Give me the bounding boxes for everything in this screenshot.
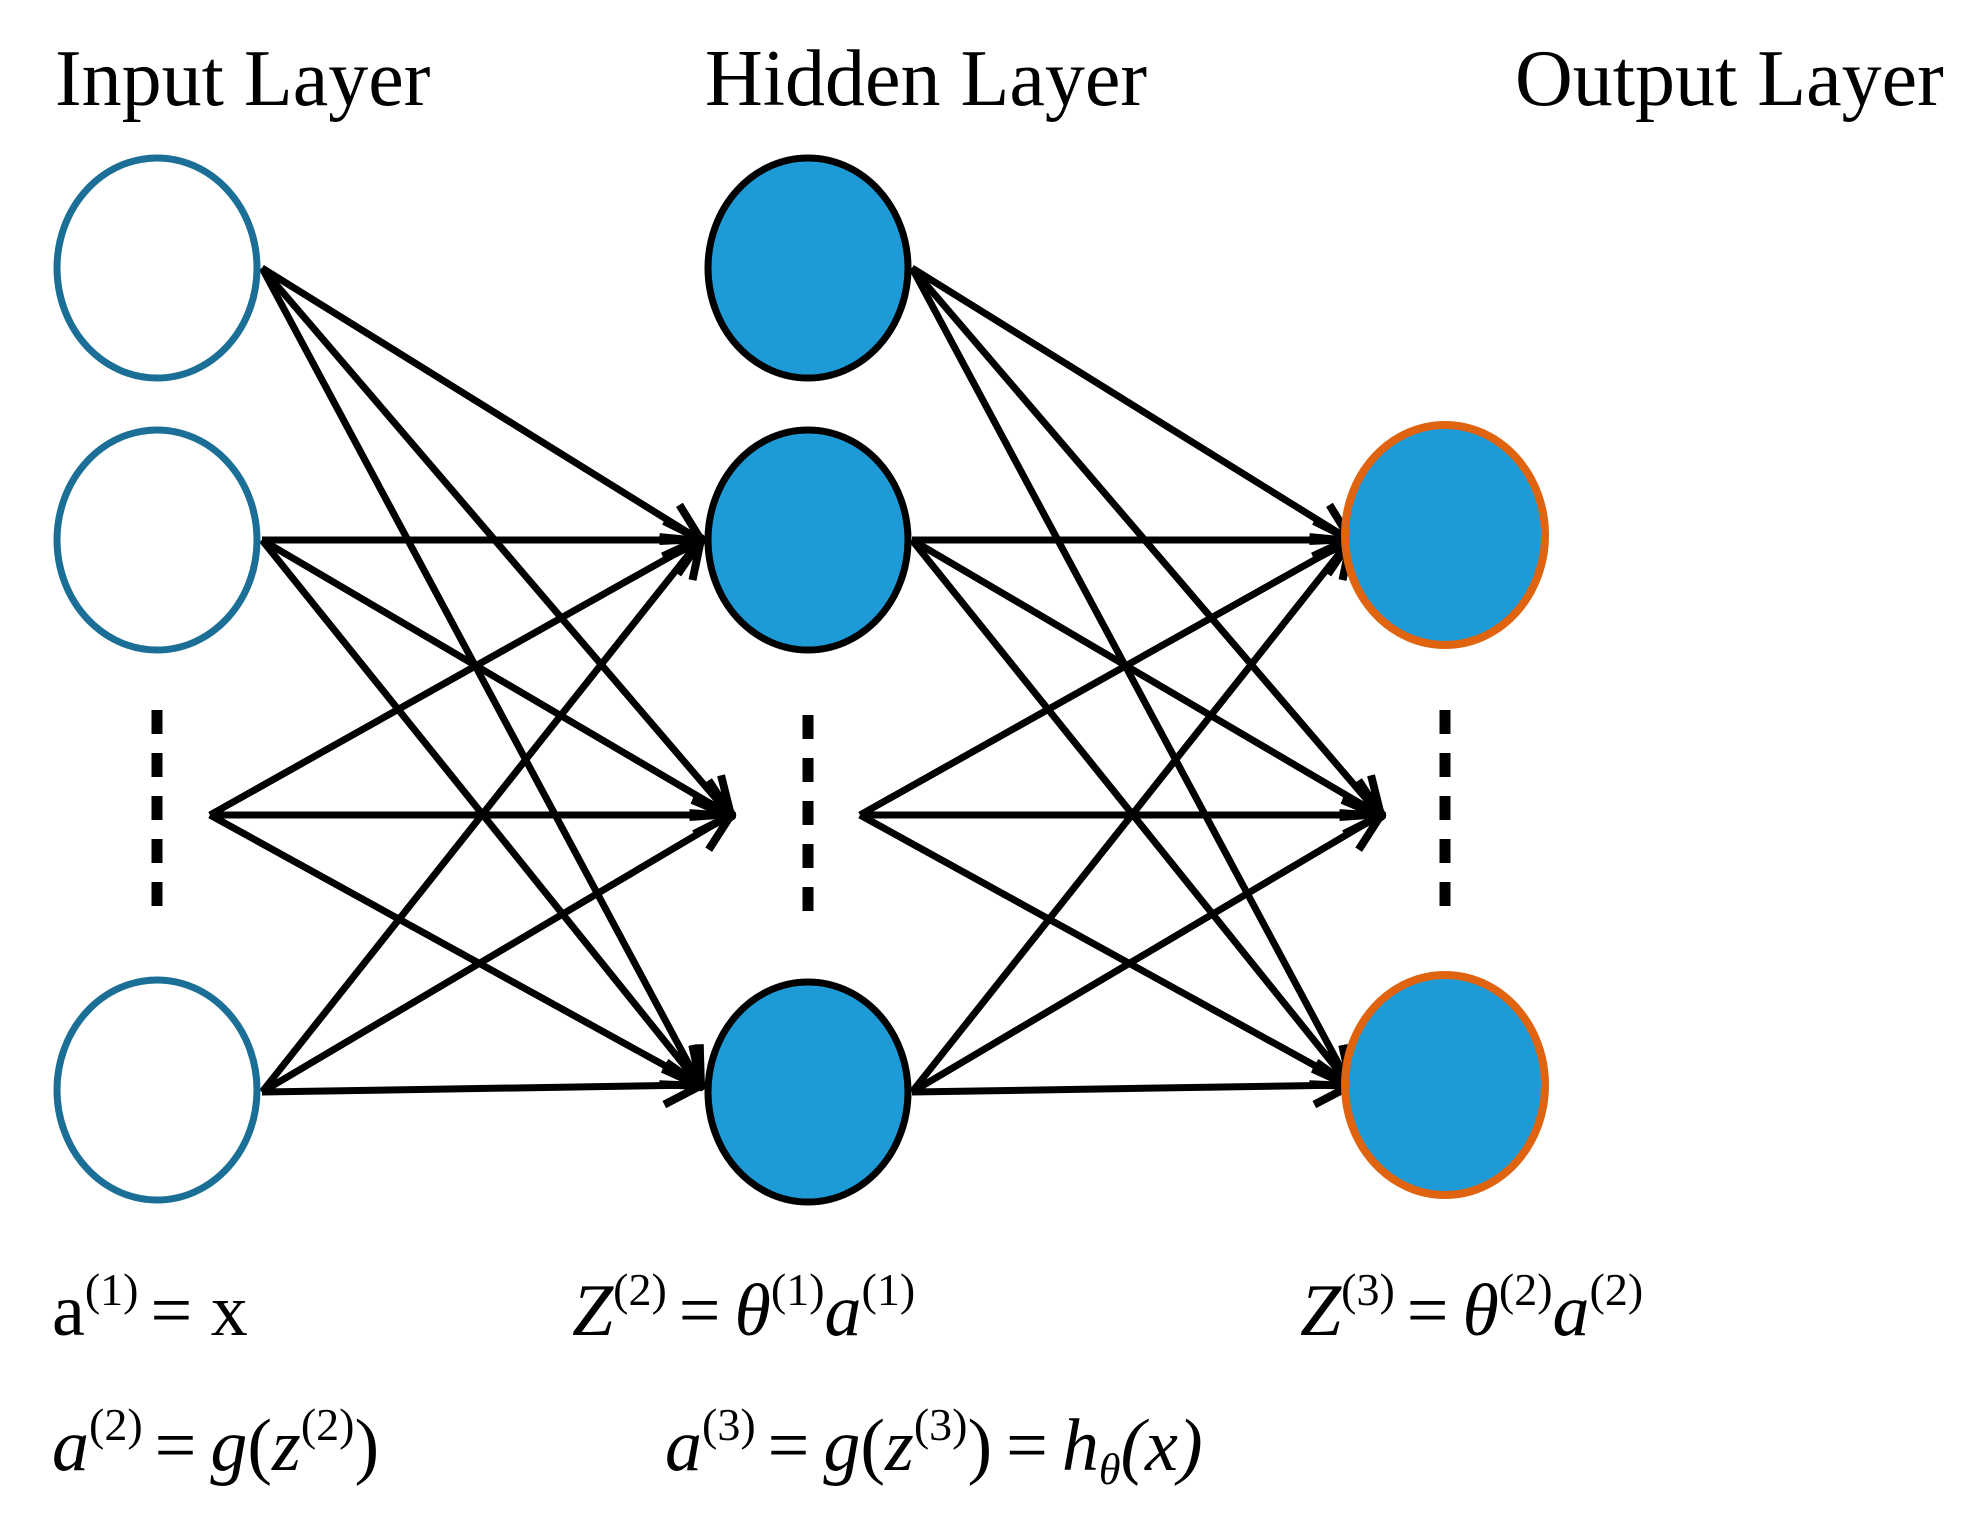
- equation-a2: a(2)=g(z(2)): [52, 1399, 379, 1487]
- hidden-node-2: [704, 426, 912, 654]
- input-node-2: [53, 426, 261, 654]
- edge-2-1-1: [910, 265, 1350, 540]
- hidden-node-1: [704, 154, 912, 382]
- edge-1-4-1: [259, 540, 700, 1095]
- input-node-n: [53, 976, 261, 1204]
- edge-2-4-1: [909, 540, 1350, 1095]
- nodes: [53, 154, 1549, 1206]
- input-node-1: [53, 154, 261, 382]
- equation-a3: a(3)=g(z(3))=hθ(x): [665, 1399, 1203, 1494]
- edge-2-3-1: [858, 540, 1350, 819]
- output-layer-title: Output Layer: [1515, 35, 1944, 123]
- equation-z2: Z(2)=θ(1)a(1): [572, 1264, 915, 1352]
- output-node-n: [1341, 971, 1549, 1199]
- edge-2-4-3: [911, 1085, 1350, 1092]
- equation-a1: a(1)= x: [52, 1264, 248, 1352]
- connections: [208, 265, 1380, 1096]
- edge-1-3-3: [208, 811, 700, 1085]
- hidden-layer-title: Hidden Layer: [705, 35, 1147, 123]
- edge-1-1-1: [260, 265, 700, 540]
- edge-2-4-2: [910, 815, 1380, 1096]
- edge-1-4-2: [260, 815, 730, 1096]
- edge-1-4-3: [261, 1085, 700, 1092]
- hidden-node-n: [704, 978, 912, 1206]
- output-node-1: [1341, 421, 1549, 649]
- edge-1-3-1: [208, 540, 700, 819]
- equation-z3: Z(3)=θ(2)a(2): [1300, 1264, 1643, 1352]
- edge-2-2-2: [910, 536, 1380, 815]
- input-layer-title: Input Layer: [55, 35, 430, 123]
- edge-2-1-3: [908, 266, 1350, 1085]
- edge-2-3-3: [858, 811, 1350, 1085]
- edge-1-1-3: [258, 266, 700, 1085]
- edge-1-2-2: [260, 536, 730, 815]
